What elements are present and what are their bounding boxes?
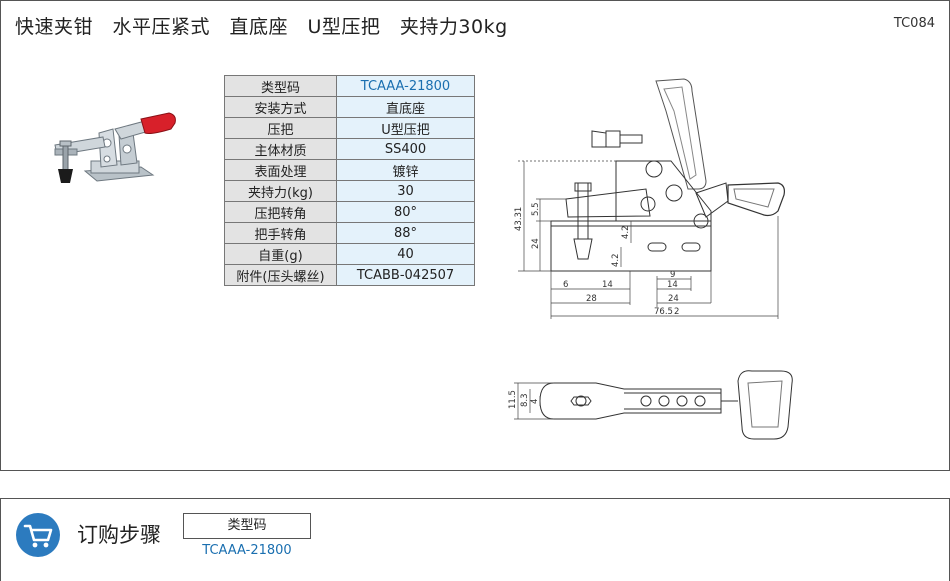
- dim-14-b: 14: [667, 280, 678, 290]
- spec-label: 自重(g): [224, 243, 337, 265]
- type-code-label: 类型码: [183, 513, 311, 539]
- dim-9: 9: [670, 270, 675, 280]
- spec-row: 安装方式直底座: [224, 96, 475, 118]
- spec-value: SS400: [336, 138, 475, 160]
- spec-label: 压把转角: [224, 201, 337, 223]
- dim-14-a: 14: [602, 280, 613, 290]
- dim-6: 6: [563, 280, 568, 290]
- type-code-value[interactable]: TCAAA-21800: [202, 543, 292, 558]
- dim-8-3: 8.3: [520, 393, 530, 407]
- spec-label: 压把: [224, 117, 337, 139]
- spec-value: 40: [336, 243, 475, 265]
- dimension-drawing: 43.31 5.5 24 4.2 4.2 6 14 9 14 28 24 76.…: [508, 78, 793, 440]
- spec-label: 把手转角: [224, 222, 337, 244]
- dim-24-height: 24: [531, 238, 541, 249]
- spec-label: 安装方式: [224, 96, 337, 118]
- spec-value: 镀锌: [336, 159, 475, 181]
- spec-value: 直底座: [336, 96, 475, 118]
- spec-value: TCABB-042507: [336, 264, 475, 286]
- spec-value: 80°: [336, 201, 475, 223]
- spec-label: 夹持力(kg): [224, 180, 337, 202]
- dim-4: 4: [530, 399, 540, 404]
- dim-11-5: 11.5: [508, 390, 518, 409]
- dim-2: 2: [674, 307, 679, 317]
- dim-4-2-a: 4.2: [621, 225, 631, 239]
- spec-row: 表面处理镀锌: [224, 159, 475, 181]
- spec-value: 88°: [336, 222, 475, 244]
- dim-28: 28: [586, 294, 597, 304]
- page-title: 快速夹钳 水平压紧式 直底座 U型压把 夹持力30kg: [15, 16, 508, 38]
- spec-row: 附件(压头螺丝)TCABB-042507: [224, 264, 475, 286]
- cart-icon: [16, 513, 60, 557]
- spec-label: 附件(压头螺丝): [224, 264, 337, 286]
- spec-label: 主体材质: [224, 138, 337, 160]
- dim-24-width: 24: [668, 294, 679, 304]
- dim-5-5: 5.5: [531, 202, 541, 216]
- order-steps-title: 订购步骤: [77, 523, 161, 547]
- spec-value: U型压把: [336, 117, 475, 139]
- spec-label: 类型码: [224, 75, 337, 97]
- spec-label: 表面处理: [224, 159, 337, 181]
- product-photo: [54, 112, 176, 183]
- spec-value[interactable]: TCAAA-21800: [336, 75, 475, 97]
- dim-4-2-b: 4.2: [611, 253, 621, 267]
- product-code: TC084: [893, 16, 935, 31]
- dim-76-5: 76.5: [654, 307, 673, 317]
- spec-value: 30: [336, 180, 475, 202]
- spec-row: 夹持力(kg)30: [224, 180, 475, 202]
- spec-row: 自重(g)40: [224, 243, 475, 265]
- order-panel: 订购步骤 类型码 TCAAA-21800: [0, 498, 950, 581]
- dim-43-31: 43.31: [514, 207, 524, 231]
